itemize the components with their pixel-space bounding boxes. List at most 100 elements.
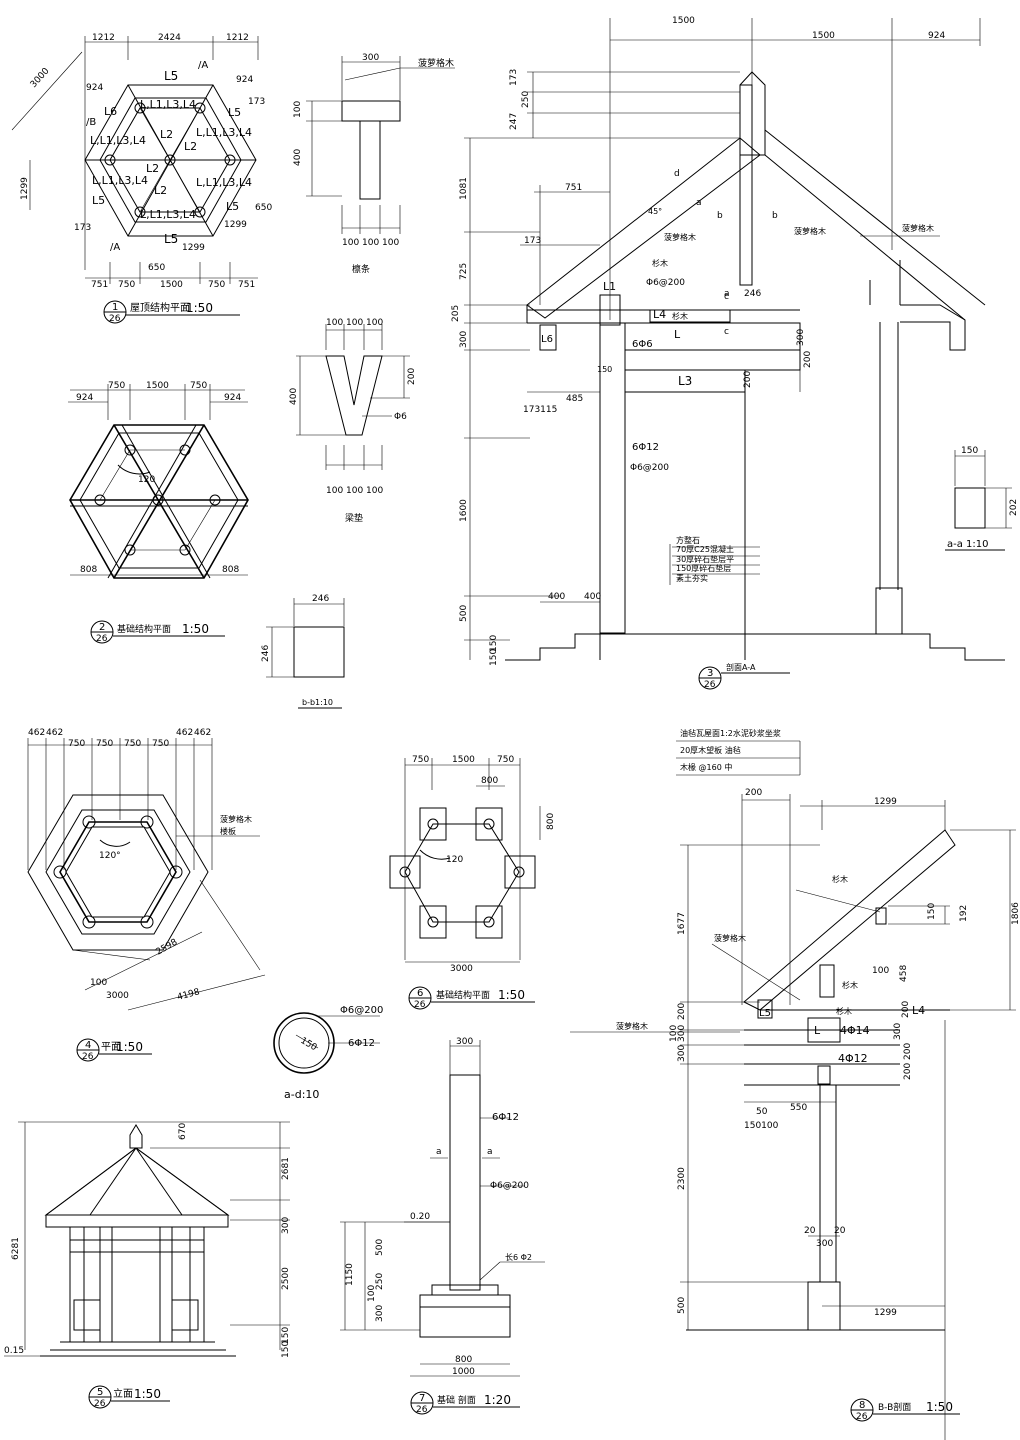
fs-left-1150: 1150 bbox=[345, 1263, 355, 1286]
aa-L3: L3 bbox=[678, 374, 692, 388]
plan-top-462d: 462 bbox=[194, 728, 211, 738]
aa-note-5: 素土夯实 bbox=[676, 573, 708, 583]
bb8-right-192: 192 bbox=[959, 905, 969, 922]
aa-shan-2: 杉木 bbox=[672, 311, 688, 321]
label-L2-c: L2 bbox=[184, 140, 197, 153]
dim-1500: 1500 bbox=[146, 381, 169, 391]
aa-bolu-1: 菠萝格木 bbox=[664, 232, 696, 242]
vblock-dim-200: 200 bbox=[407, 368, 417, 385]
bb8-dim-458: 458 bbox=[899, 965, 909, 982]
aa-left-205: 205 bbox=[451, 305, 461, 322]
label-beam-group-6: L,L1,L3,L4 bbox=[140, 208, 196, 221]
bb8-shan-1: 杉木 bbox=[832, 874, 848, 884]
dim-1299-bottom: 1299 bbox=[182, 243, 205, 253]
fs-bottom-1000: 1000 bbox=[452, 1367, 475, 1377]
dim-1500: 1500 bbox=[160, 280, 183, 290]
purlin-dim-b3: 100 bbox=[382, 238, 399, 248]
plan-dim-3000: 3000 bbox=[106, 991, 129, 1001]
plan-dim-4198: 4198 bbox=[176, 987, 201, 1003]
bb8-dim-150-100: 150100 bbox=[744, 1121, 779, 1131]
bb8-L5: L5 bbox=[759, 1008, 771, 1019]
bb8-dim-200: 200 bbox=[745, 788, 762, 798]
aa-246: 246 bbox=[744, 289, 761, 299]
dim-751-right: 751 bbox=[238, 280, 255, 290]
fs-top-300: 300 bbox=[456, 1037, 473, 1047]
view-2-number: 2 bbox=[99, 622, 105, 633]
aa-200b: 200 bbox=[743, 371, 753, 388]
view-foundation-structure-plan: 750 1500 750 924 924 120 808 808 2 26 基础… bbox=[68, 381, 249, 644]
elev-dim-2681: 2681 bbox=[281, 1157, 291, 1180]
view-4-scale: 1:50 bbox=[116, 1040, 143, 1054]
aa-top-1500b: 1500 bbox=[812, 31, 835, 41]
view-7-sheet: 26 bbox=[416, 1405, 428, 1415]
label-L5-right: L5 bbox=[228, 106, 241, 119]
bb8-left-2300: 2300 bbox=[677, 1167, 687, 1190]
vblock-top-3: 100 bbox=[366, 318, 383, 328]
aa-bolu-2: 菠萝格木 bbox=[794, 226, 826, 236]
detail-section-b-b: 246 246 b-b1:10 bbox=[261, 594, 345, 709]
fp-dim-800: 800 bbox=[481, 776, 498, 786]
aa-rebar-6phi12: 6Φ12 bbox=[632, 442, 659, 453]
detail-v-block: 100 100 100 400 200 Φ6 100 100 100 梁垫 bbox=[289, 318, 417, 524]
aa-note-2: 70厚C25混凝土 bbox=[676, 544, 734, 554]
bb8-note-1: 油毡瓦屋面1:2水泥砂浆坐浆 bbox=[680, 728, 781, 738]
bb8-dim-20a: 20 bbox=[804, 1226, 816, 1236]
view-roof-structure-plan: 1212 2424 1212 3000 1299 173 924 924 173… bbox=[11, 33, 272, 324]
fs-bottom-800: 800 bbox=[455, 1355, 472, 1365]
bb8-left-200: 200 bbox=[677, 1003, 687, 1020]
detail-column-section: 150 Φ6@200 6Φ12 a-d:10 bbox=[273, 1005, 383, 1101]
aa-bolu-3: 菠萝格木 bbox=[902, 223, 934, 233]
aa-left-250: 250 bbox=[521, 91, 531, 108]
ad-title: a-d:10 bbox=[284, 1088, 319, 1101]
view-foundation-plan-pads: 750 1500 750 800 800 120 3000 6 26 基础结构平… bbox=[389, 755, 556, 1010]
dim-924-left: 924 bbox=[86, 83, 103, 93]
plan-top-750d: 750 bbox=[152, 739, 169, 749]
plan-top-462b: 462 bbox=[46, 728, 63, 738]
dim-750-left: 750 bbox=[118, 280, 135, 290]
plan-dim-100: 100 bbox=[90, 978, 107, 988]
view-6-sheet: 26 bbox=[414, 1000, 426, 1010]
aa-detail-title: a-a 1:10 bbox=[947, 539, 989, 550]
fs-phi: Φ6@200 bbox=[490, 1181, 529, 1191]
bb8-shan-3: 杉木 bbox=[836, 1006, 852, 1016]
plan-top-750b: 750 bbox=[96, 739, 113, 749]
ad-rebar-1: Φ6@200 bbox=[340, 1005, 383, 1016]
view-1-title: 屋顶结构平面 bbox=[130, 301, 190, 314]
dim-924-right: 924 bbox=[224, 393, 241, 403]
vblock-top-1: 100 bbox=[326, 318, 343, 328]
view-7-title: 基础 剖面 bbox=[437, 1394, 476, 1406]
fs-left-500: 500 bbox=[375, 1239, 385, 1256]
fp-top-750b: 750 bbox=[497, 755, 514, 765]
aa-173: 173 bbox=[524, 236, 541, 246]
view-5-number: 5 bbox=[97, 1387, 103, 1398]
elev-dim-670: 670 bbox=[178, 1123, 188, 1140]
bb8-dim-1299: 1299 bbox=[874, 797, 897, 807]
elev-left-total: 6281 bbox=[11, 1237, 21, 1260]
bb8-rebar-14: 4Φ14 bbox=[840, 1024, 870, 1037]
aa-left-725: 725 bbox=[459, 263, 469, 280]
aa-rebar-6phi6: 6Φ6 bbox=[632, 339, 653, 350]
purlin-dim-b2: 100 bbox=[362, 238, 379, 248]
fp-bottom-3000: 3000 bbox=[450, 964, 473, 974]
aa-note-4: 150厚碎石垫层 bbox=[676, 563, 731, 573]
aa-L6: L6 bbox=[541, 334, 553, 345]
dim-750-left: 750 bbox=[108, 381, 125, 391]
bb8-left-300a: 300 bbox=[677, 1025, 687, 1042]
dim-751-left: 751 bbox=[91, 280, 108, 290]
dim-1212-right: 1212 bbox=[226, 33, 249, 43]
aa-detail-w: 150 bbox=[961, 446, 978, 456]
view-8-sheet: 26 bbox=[856, 1412, 868, 1422]
view-1-sheet: 26 bbox=[109, 314, 121, 324]
label-section-A-top: /A bbox=[198, 60, 208, 71]
aa-400a: 400 bbox=[548, 592, 565, 602]
aa-left-1081: 1081 bbox=[459, 177, 469, 200]
label-L5-left: L5 bbox=[92, 194, 105, 207]
bb8-bolu-2: 菠萝格木 bbox=[616, 1021, 648, 1031]
bb8-L: L bbox=[814, 1024, 821, 1037]
aa-150: 150 bbox=[597, 365, 612, 374]
aa-485: 485 bbox=[566, 394, 583, 404]
fs-bolt: 长6 Φ2 bbox=[505, 1252, 532, 1262]
aa-left-300: 300 bbox=[459, 331, 469, 348]
purlin-dim-b1: 100 bbox=[342, 238, 359, 248]
label-beam-group-4: L,L1,L3,L4 bbox=[92, 174, 148, 187]
